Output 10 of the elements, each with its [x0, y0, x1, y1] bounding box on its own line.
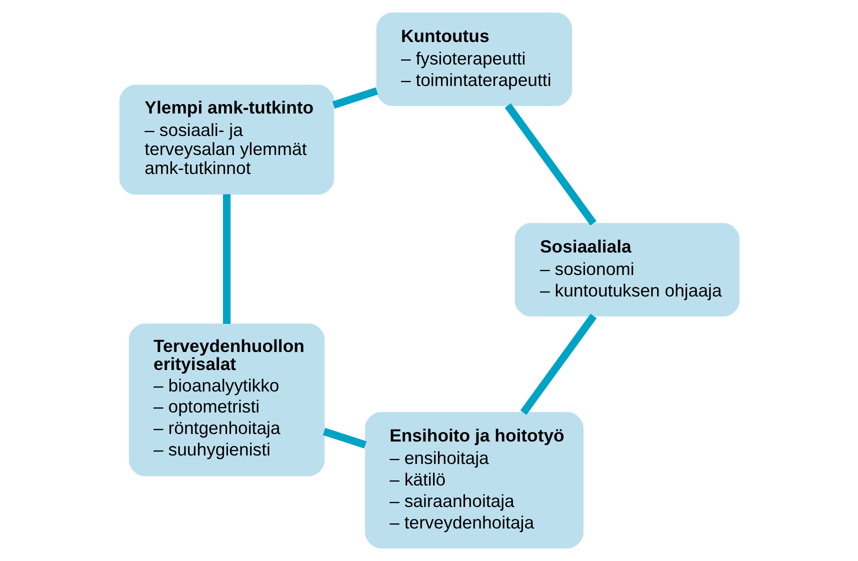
connector	[520, 314, 596, 415]
node-box: Ylempi amk-tutkinto – sosiaali- ja terveysalan ylemmät amk-tutkinnot	[118, 84, 334, 195]
connector	[322, 428, 366, 448]
connector	[504, 103, 596, 226]
node-box: Ensihoito ja hoitotyö – ensihoitaja – kätilö – sairaanhoitaja – terveydenhoitaja	[364, 412, 583, 548]
node-box: Terveydenhuollon erityisalat – bioanalyytikko – optometristi – röntgenhoitaja – suuhygienisti	[128, 323, 324, 476]
connector	[222, 194, 230, 324]
node-box: Kuntoutus – fysioterapeutti – toimintaterapeutti	[376, 12, 572, 106]
node-box: Sosiaaliala – sosionomi – kuntoutuksen ohjaaja	[514, 223, 740, 316]
connector	[332, 87, 378, 109]
